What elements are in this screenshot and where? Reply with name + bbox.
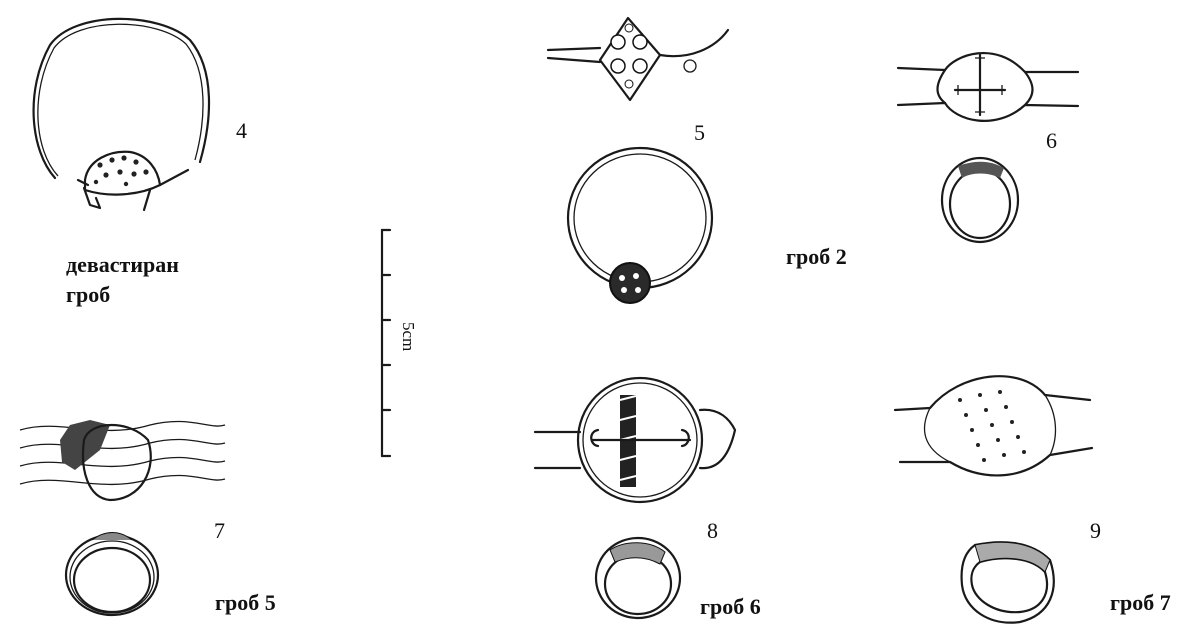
grave-label-devastated-line1: девастиран: [66, 252, 179, 277]
earring-4-drawing: [32, 17, 211, 212]
grave-label-5: гроб 5: [215, 590, 276, 615]
grave-label-devastated-line2: гроб: [66, 282, 111, 307]
item-number-5: 5: [694, 120, 705, 145]
item-number-8: 8: [707, 518, 718, 543]
ring-9-drawing: [893, 375, 1094, 624]
grave-label-7: гроб 7: [1110, 590, 1171, 615]
item-number-6: 6: [1046, 128, 1057, 153]
scale-bar: [380, 228, 392, 458]
item-number-7: 7: [214, 518, 225, 543]
ring-7-drawing: [19, 420, 226, 617]
earring-5-bead-detail: [546, 16, 730, 102]
item-number-4: 4: [236, 118, 247, 143]
item-number-9: 9: [1090, 518, 1101, 543]
ring-6-drawing: [896, 51, 1080, 244]
earring-5-drawing: [566, 146, 714, 304]
grave-label-devastated: девастиран гроб: [66, 250, 179, 310]
scale-bar-label: 5cm: [399, 322, 418, 352]
grave-label-2: гроб 2: [786, 244, 847, 269]
grave-label-6: гроб 6: [700, 594, 761, 619]
ring-8-drawing: [533, 376, 737, 620]
